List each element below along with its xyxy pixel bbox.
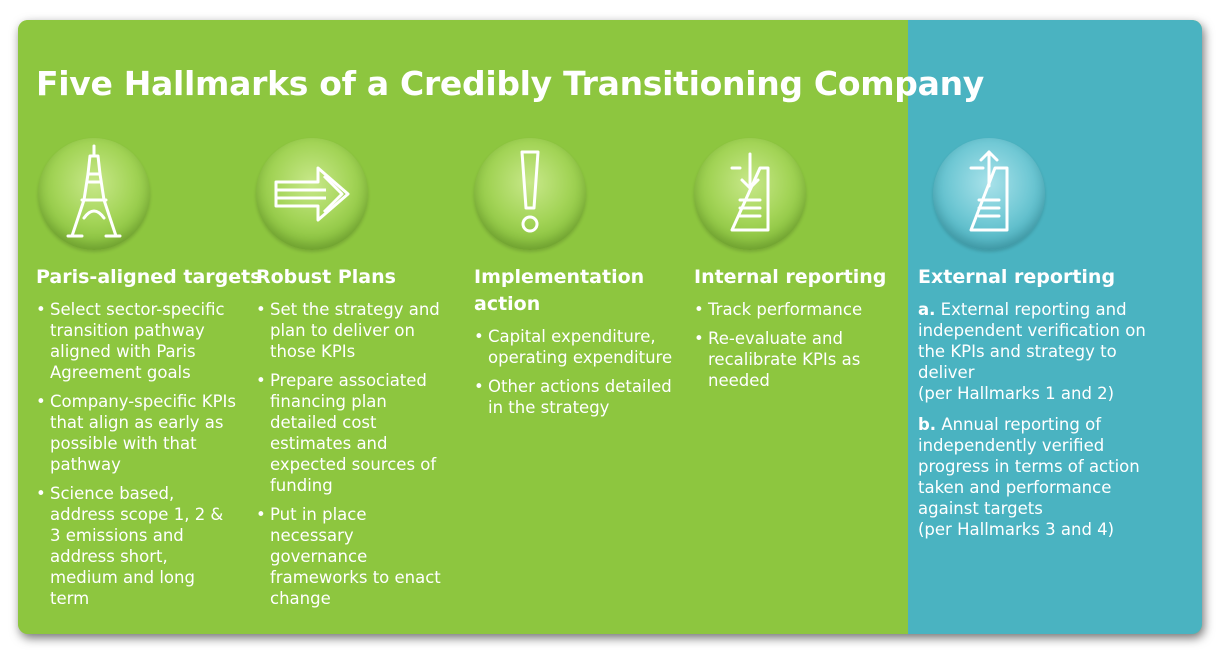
list-item: Prepare associated financing plan detail… (256, 370, 451, 496)
arrow-right-icon (256, 138, 368, 250)
page-title: Five Hallmarks of a Credibly Transitioni… (36, 64, 984, 103)
column-implementation: Implementation action Capital expenditur… (474, 138, 674, 426)
list-item: Other actions detailed in the strategy (474, 376, 674, 418)
bullet-list: Select sector-specific transition pathwa… (36, 299, 236, 609)
list-item: Set the strategy and plan to deliver on … (256, 299, 451, 362)
bullet-list: Set the strategy and plan to deliver on … (256, 299, 451, 609)
column-heading: Robust Plans (256, 266, 396, 288)
column-paris-aligned: Paris-aligned targets Select sector-spec… (36, 138, 262, 617)
blue-panel (908, 20, 1202, 634)
list-item: Track performance (694, 299, 889, 320)
list-item: Company-specific KPIs that align as earl… (36, 391, 236, 475)
document-download-icon (694, 138, 806, 250)
list-item: Science based, address scope 1, 2 & 3 em… (36, 483, 236, 609)
document-upload-icon (933, 138, 1045, 250)
bullet-list: Track performance Re-evaluate and recali… (694, 299, 889, 391)
external-list: a. External reporting and independent ve… (918, 299, 1158, 540)
list-item: Put in place necessary governance framew… (256, 504, 451, 609)
exclamation-icon (474, 138, 586, 250)
list-item: Capital expenditure, operating expenditu… (474, 326, 674, 368)
column-heading: External reporting (918, 266, 1116, 288)
hallmarks-card: Five Hallmarks of a Credibly Transitioni… (18, 20, 1202, 634)
eiffel-tower-icon (38, 138, 150, 250)
column-external-reporting: External reporting a. External reporting… (918, 138, 1158, 550)
column-internal-reporting: Internal reporting Track performance Re-… (694, 138, 889, 399)
item-text: External reporting and independent verif… (918, 300, 1146, 382)
column-heading: Paris-aligned targets (36, 266, 262, 288)
item-note: (per Hallmarks 1 and 2) (918, 384, 1115, 403)
list-item: b. Annual reporting of independently ver… (918, 414, 1158, 540)
item-marker: a. (918, 300, 936, 319)
column-heading: Internal reporting (694, 266, 887, 288)
list-item: Select sector-specific transition pathwa… (36, 299, 236, 383)
item-text: Annual reporting of independently verifi… (918, 415, 1140, 518)
list-item: a. External reporting and independent ve… (918, 299, 1158, 404)
list-item: Re-evaluate and recalibrate KPIs as need… (694, 328, 889, 391)
item-marker: b. (918, 415, 937, 434)
column-robust-plans: Robust Plans Set the strategy and plan t… (256, 138, 451, 617)
column-heading: Implementation action (474, 266, 645, 315)
item-note: (per Hallmarks 3 and 4) (918, 520, 1115, 539)
bullet-list: Capital expenditure, operating expenditu… (474, 326, 674, 418)
